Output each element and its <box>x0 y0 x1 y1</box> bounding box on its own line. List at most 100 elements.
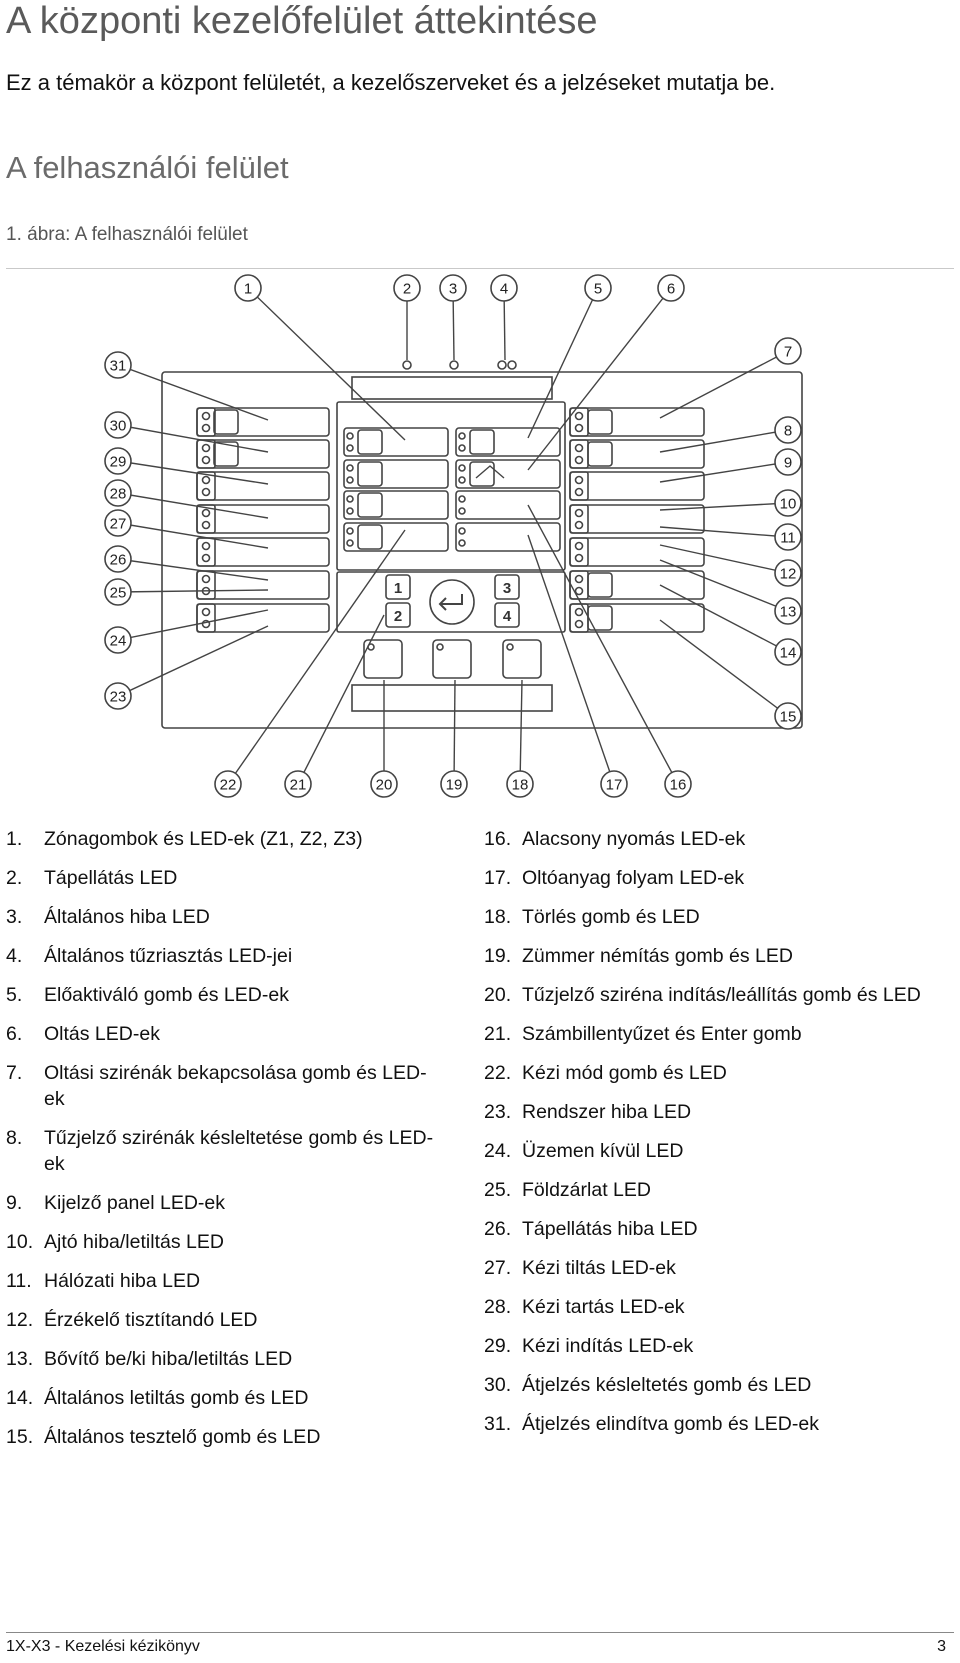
footer-page-number: 3 <box>937 1638 946 1655</box>
callout-line <box>117 522 269 549</box>
callout-circle <box>214 770 242 798</box>
callout-circle <box>440 770 468 798</box>
function-led <box>458 464 466 472</box>
callout-number: 23 <box>110 689 127 706</box>
right-row <box>569 537 705 567</box>
function-led <box>458 432 466 440</box>
keypad-section <box>336 571 566 633</box>
right-row <box>569 407 705 437</box>
keypad-key-label: 4 <box>503 608 512 625</box>
zone-row <box>343 490 449 520</box>
callout-line <box>297 614 385 785</box>
row-button <box>587 572 613 598</box>
callout-circle <box>664 770 692 798</box>
legend-item: 29.Kézi indítás LED-ek <box>484 1335 694 1357</box>
footer-divider <box>6 1632 954 1633</box>
button-led <box>506 643 514 651</box>
legend-item: 31.Átjelzés elindítva gomb és LED-ek <box>484 1413 819 1435</box>
legend-item: 20.Tűzjelző sziréna indítás/leállítás go… <box>484 984 921 1006</box>
legend-item: 2.Tápellátás LED <box>6 867 178 889</box>
callout-line <box>659 619 789 717</box>
page-title: A központi kezelőfelület áttekintése <box>6 0 598 42</box>
callout-circle <box>439 274 467 302</box>
legend-item: 18.Törlés gomb és LED <box>484 906 700 928</box>
callout-line <box>659 502 789 511</box>
legend-item: 30.Átjelzés késleltetés gomb és LED <box>484 1374 812 1396</box>
callout-line <box>117 558 269 581</box>
zone-button <box>357 429 383 455</box>
led-strip <box>196 407 216 437</box>
callout-number: 22 <box>220 777 237 794</box>
right-row <box>569 603 705 633</box>
legend-item: 8.Tűzjelző szirénák késleltetése gomb és… <box>6 1127 434 1175</box>
callout-leader-lines <box>117 287 789 785</box>
callout-line <box>659 584 789 653</box>
zone-led <box>346 432 354 440</box>
row-led <box>201 423 211 433</box>
intro-text: Ez a témakör a központ felületét, a keze… <box>6 70 776 95</box>
legend-item: 4.Általános tűzriasztás LED-jei <box>6 945 293 967</box>
callout-circle <box>774 416 802 444</box>
legend-item: 19.Zümmer némítás gomb és LED <box>484 945 793 967</box>
footer-document-title: 1X-X3 - Kezelési kézikönyv <box>6 1638 200 1655</box>
legend-item: 7.Oltási szirénák bekapcsolása gomb és L… <box>6 1062 427 1110</box>
callout-number: 7 <box>784 344 792 361</box>
callout-number: 6 <box>667 281 675 298</box>
extinguish-icon <box>475 465 505 479</box>
callout-line <box>659 429 789 453</box>
keypad-key <box>385 602 411 628</box>
legend-item: 14.Általános letiltás gomb és LED <box>6 1387 309 1409</box>
zone-row <box>343 522 449 552</box>
zone-led <box>346 464 354 472</box>
right-row <box>569 439 705 469</box>
row-button <box>587 441 613 467</box>
control-button <box>363 639 403 679</box>
callout-number: 30 <box>110 418 127 435</box>
control-button <box>502 639 542 679</box>
figure-divider <box>6 268 954 269</box>
callout-number: 12 <box>780 566 797 583</box>
zone-row <box>343 459 449 489</box>
callout-circle <box>774 638 802 666</box>
callout-number: 17 <box>606 777 623 794</box>
callout-number: 20 <box>376 777 393 794</box>
row-led <box>201 607 211 617</box>
legend-item: 3.Általános hiba LED <box>6 906 210 928</box>
legend-item: 15.Általános tesztelő gomb és LED <box>6 1426 321 1448</box>
legend-item: 12.Érzékelő tisztítandó LED <box>6 1309 258 1331</box>
callout-circle <box>774 337 802 365</box>
row-led <box>201 487 211 497</box>
led-strip <box>569 471 589 501</box>
section-title: A felhasználói felület <box>6 150 289 185</box>
left-row <box>196 407 330 437</box>
callout-circle <box>774 597 802 625</box>
callout-line <box>117 492 269 519</box>
callout-number: 15 <box>780 709 797 726</box>
legend-item: 10.Ajtó hiba/letiltás LED <box>6 1231 224 1253</box>
callout-circle <box>104 509 132 537</box>
legend-item: 24.Üzemen kívül LED <box>484 1140 684 1162</box>
callout-number: 31 <box>110 358 127 375</box>
callout-number: 19 <box>446 777 463 794</box>
row-led <box>574 553 584 563</box>
callout-line <box>117 364 269 421</box>
row-led <box>574 455 584 465</box>
enter-icon <box>438 594 463 611</box>
led-strip <box>196 603 216 633</box>
row-led <box>574 423 584 433</box>
zone-button <box>357 524 383 550</box>
row-button <box>587 409 613 435</box>
row-led <box>201 508 211 518</box>
keypad-key-label: 2 <box>394 608 402 625</box>
callout-circle <box>490 274 518 302</box>
callout-line <box>247 287 406 441</box>
function-led <box>458 527 466 535</box>
legend-item: 22.Kézi mód gomb és LED <box>484 1062 727 1084</box>
enter-key <box>429 579 475 625</box>
function-led <box>458 539 466 547</box>
function-led <box>458 476 466 484</box>
row-led <box>201 574 211 584</box>
callout-circle <box>234 274 262 302</box>
callout-circle <box>104 447 132 475</box>
zone-button <box>357 461 383 487</box>
